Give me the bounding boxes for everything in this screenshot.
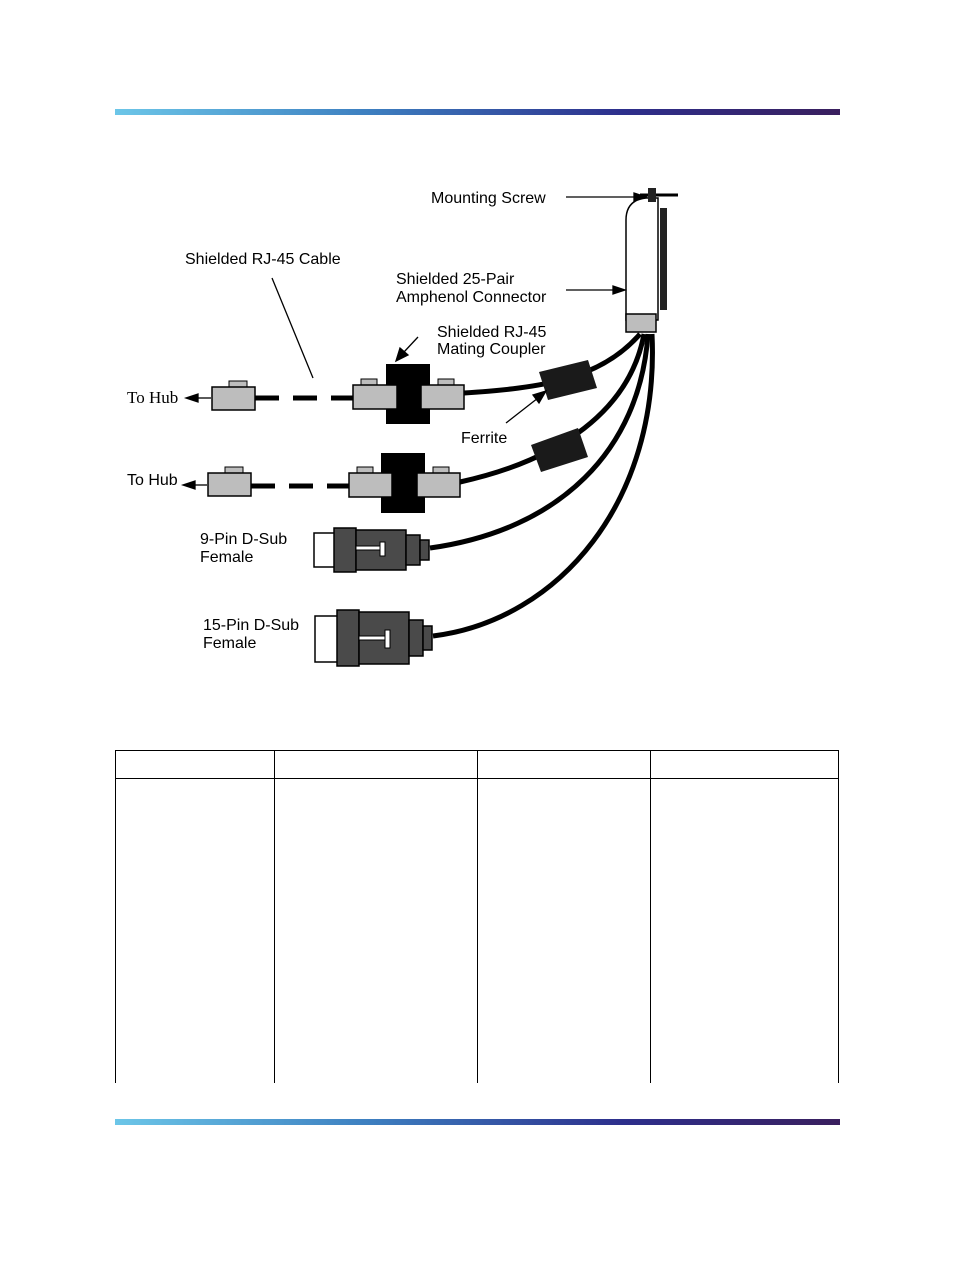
cable-dsub15 xyxy=(432,333,655,639)
label-dsub15-line2: Female xyxy=(203,635,256,652)
ferrite-2 xyxy=(531,428,588,472)
cable-assembly-diagram: Mounting Screw Shielded RJ-45 Cable Shie… xyxy=(127,188,678,667)
dsub15-connector xyxy=(314,609,433,667)
label-mounting-screw: Mounting Screw xyxy=(431,190,546,207)
table-cell xyxy=(477,778,651,1083)
rj45-coupler-1 xyxy=(352,364,465,424)
label-dsub9-line1: 9-Pin D-Sub xyxy=(200,531,287,548)
cables xyxy=(429,332,655,639)
label-amphenol-line1: Shielded 25-Pair xyxy=(396,271,515,288)
amphenol-connector xyxy=(625,197,667,333)
spec-table xyxy=(115,750,839,1083)
label-coupler-line1: Shielded RJ-45 xyxy=(437,324,547,341)
table-header-cell xyxy=(650,750,839,779)
label-coupler-line2: Mating Coupler xyxy=(437,341,546,358)
callout-arrows xyxy=(180,192,649,490)
label-dsub9-line2: Female xyxy=(200,549,253,566)
header-rule xyxy=(115,109,840,115)
label-dsub15-line1: 15-Pin D-Sub xyxy=(203,617,299,634)
ferrite-1 xyxy=(539,360,597,400)
label-to-hub-1: To Hub xyxy=(127,388,178,407)
label-to-hub-2: To Hub xyxy=(127,472,178,489)
footer-rule xyxy=(115,1119,840,1125)
cable-dsub9 xyxy=(429,333,651,551)
rj45-plug-2 xyxy=(207,466,252,497)
mounting-screw xyxy=(640,188,678,202)
table-header-row xyxy=(115,750,839,779)
table-cell xyxy=(115,778,275,1083)
table-header-cell xyxy=(274,750,478,779)
table-cell xyxy=(650,778,839,1083)
label-amphenol-line2: Amphenol Connector xyxy=(396,289,547,306)
table-header-cell xyxy=(477,750,651,779)
rj45-plug-1 xyxy=(211,380,256,411)
cable-rj45-2 xyxy=(459,333,647,485)
label-rj45-cable: Shielded RJ-45 Cable xyxy=(185,251,341,268)
dsub9-connector xyxy=(313,527,430,573)
rj45-coupler-2 xyxy=(348,453,461,513)
table-row xyxy=(115,778,839,1083)
table-header-cell xyxy=(115,750,275,779)
table-cell xyxy=(274,778,478,1083)
label-ferrite: Ferrite xyxy=(461,430,507,447)
